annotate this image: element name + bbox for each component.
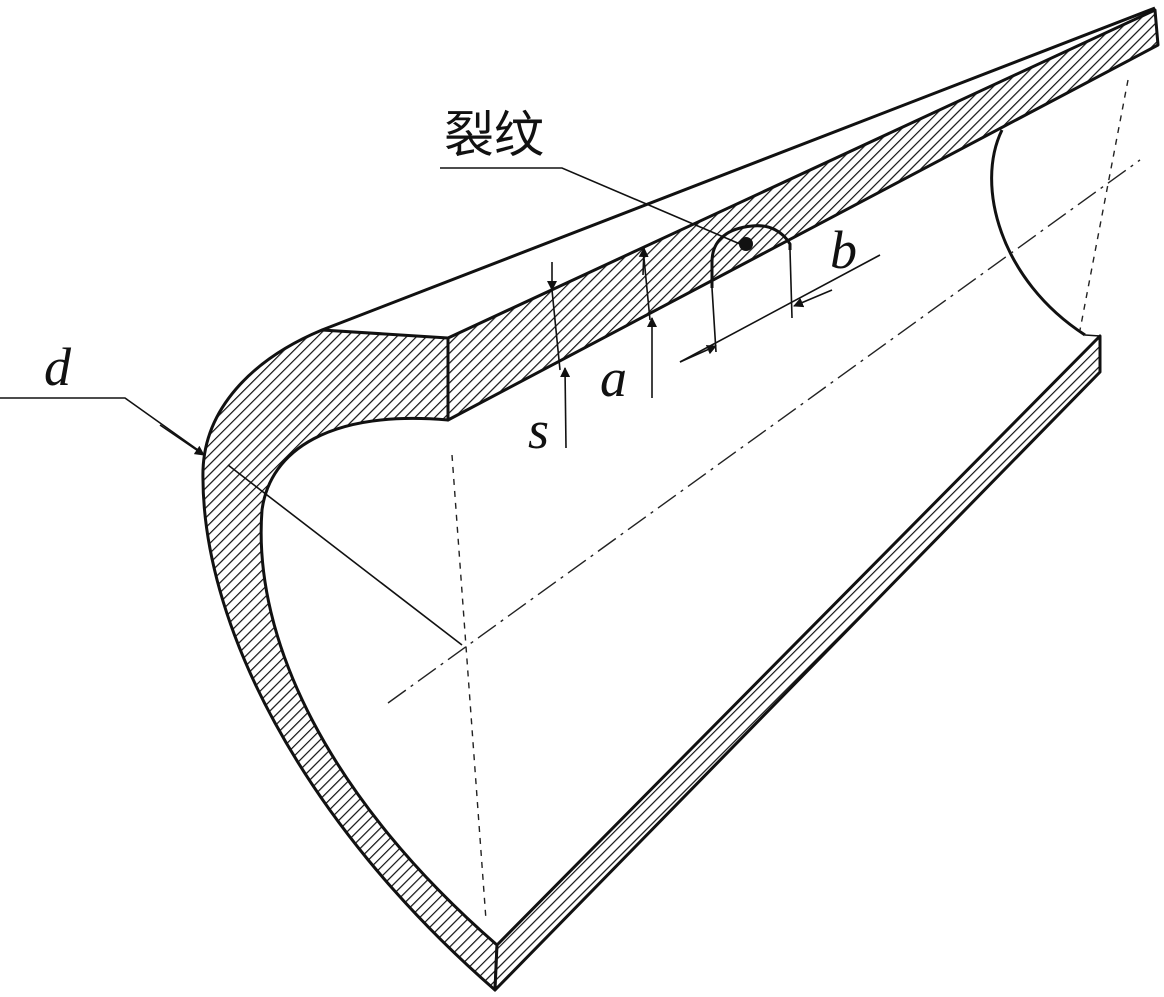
- far-inner-arc: [990, 129, 1086, 337]
- far-bottom-edge: [1084, 334, 1101, 337]
- b-dimension-line: [679, 254, 881, 363]
- crack-shape: [710, 224, 792, 288]
- pipe-centerline: [387, 159, 1141, 704]
- outer-top-edge: [321, 6, 1156, 332]
- diameter-line: [227, 464, 463, 646]
- crack-leader: [440, 167, 741, 245]
- b-extension-right: [789, 249, 793, 319]
- diameter-label: d: [44, 337, 72, 397]
- b-extension-left: [711, 287, 717, 353]
- hidden-line-back: [1079, 79, 1129, 331]
- diameter-leader: [0, 397, 199, 451]
- crack-label: 裂纹: [444, 106, 544, 164]
- s-label: s: [528, 400, 549, 460]
- b-arrow-right: [793, 289, 833, 308]
- bottom-wall-section: [493, 334, 1102, 992]
- b-label: b: [830, 220, 857, 280]
- s-dimension-bottom-arrow: [560, 367, 571, 449]
- b-arrow-left: [679, 345, 717, 363]
- top-wall-section: [446, 8, 1160, 422]
- s-dimension-line: [551, 289, 561, 371]
- a-dimension-line: [642, 247, 651, 321]
- crack-point: [739, 237, 753, 251]
- a-label: a: [600, 348, 627, 408]
- diameter-arrow: [159, 424, 205, 456]
- hidden-line-front: [451, 454, 487, 921]
- front-wall-section: [201, 328, 499, 992]
